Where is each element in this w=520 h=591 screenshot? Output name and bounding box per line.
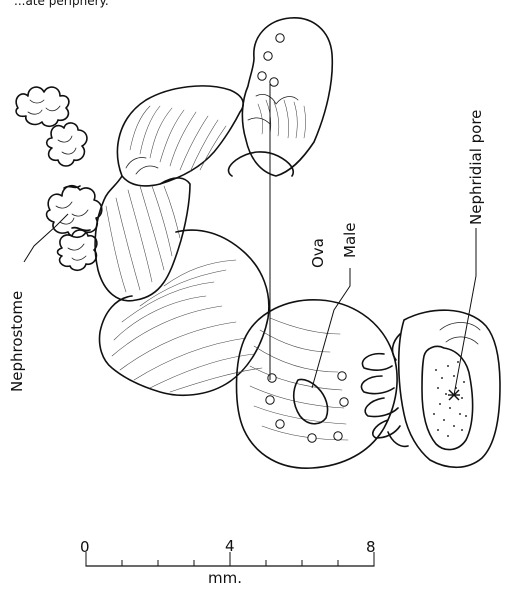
nephridial-pore-label: Nephridial pore: [467, 110, 485, 225]
nephrostome-label: Nephrostome: [8, 291, 26, 392]
scale-tick-0: 0: [80, 538, 90, 556]
male-leader: [312, 268, 350, 388]
ova-label: Ova: [309, 238, 327, 268]
caption-fragment: ...ate periphery.: [14, 0, 109, 8]
terminal-vesicle: [399, 310, 500, 467]
upper-funnel: [117, 86, 243, 186]
male-label: Male: [341, 222, 359, 258]
leader-lines: [24, 84, 476, 395]
scale-tick-8: 8: [366, 538, 376, 556]
connecting-neck: [95, 176, 190, 301]
scale-unit: mm.: [208, 569, 242, 586]
nephrostome-cluster: [16, 87, 102, 270]
scale-bar: 0 4 8 mm.: [80, 537, 376, 586]
scale-tick-4: 4: [225, 537, 235, 555]
terminal-fringe: [361, 334, 408, 446]
top-bulb: [229, 18, 333, 176]
large-chamber: [237, 300, 398, 468]
lower-sac: [100, 230, 269, 395]
